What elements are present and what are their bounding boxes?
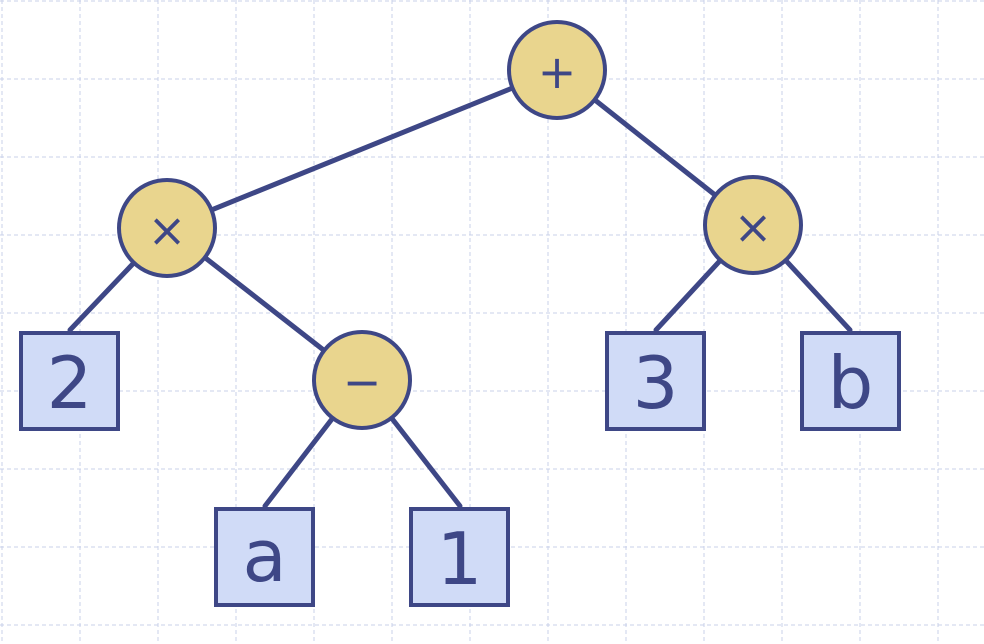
minus-label: − bbox=[343, 355, 382, 409]
leaf-2-box bbox=[19, 331, 120, 431]
edge-root-to-left-times bbox=[164, 67, 560, 231]
leaf-1-box bbox=[409, 507, 510, 607]
right-times-circle bbox=[703, 175, 803, 275]
leaf-b-node: b bbox=[800, 331, 901, 431]
minus-circle bbox=[312, 330, 412, 430]
leaf-3-box bbox=[605, 331, 706, 431]
right-times-label: × bbox=[734, 200, 773, 254]
root-plus-label: + bbox=[538, 45, 577, 99]
leaf-3-node: 3 bbox=[605, 331, 706, 431]
leaf-1-label: 1 bbox=[437, 517, 483, 601]
leaf-a-node: a bbox=[214, 507, 315, 607]
right-times-node: × bbox=[703, 175, 803, 275]
leaf-2-node: 2 bbox=[19, 331, 120, 431]
leaf-b-label: b bbox=[828, 341, 874, 425]
root-plus-circle bbox=[507, 20, 607, 120]
minus-node: − bbox=[312, 330, 412, 430]
leaf-2-label: 2 bbox=[47, 341, 93, 425]
leaf-1-node: 1 bbox=[409, 507, 510, 607]
leaf-a-label: a bbox=[242, 514, 286, 598]
tree-edges bbox=[67, 67, 853, 509]
root-plus-node: + bbox=[507, 20, 607, 120]
left-times-circle bbox=[117, 178, 217, 278]
leaf-3-label: 3 bbox=[633, 341, 679, 425]
left-times-label: × bbox=[148, 203, 187, 257]
left-times-node: × bbox=[117, 178, 217, 278]
leaf-b-box bbox=[800, 331, 901, 431]
leaf-a-box bbox=[214, 507, 315, 607]
